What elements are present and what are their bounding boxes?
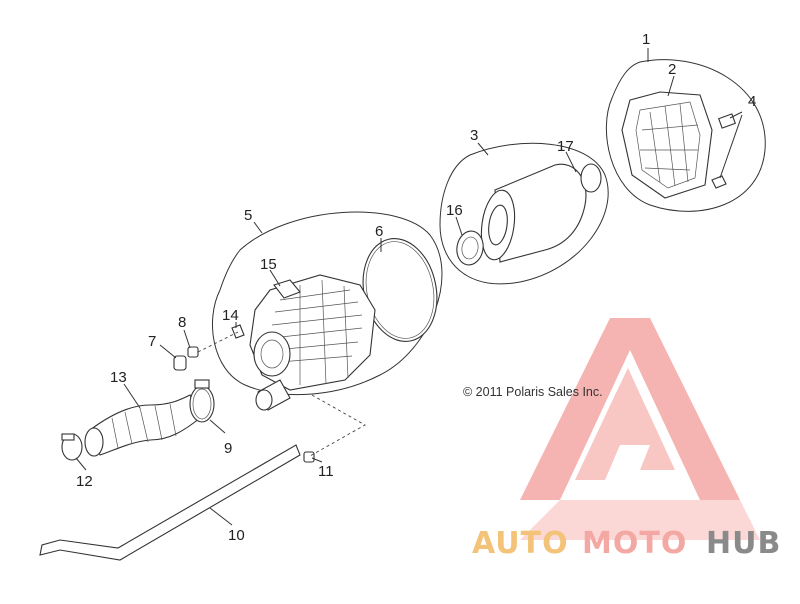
part-5-airbox <box>249 274 376 411</box>
callout-4: 4 <box>748 93 756 110</box>
part-4-latch <box>711 111 743 189</box>
callout-8: 8 <box>178 314 186 331</box>
callout-11: 11 <box>318 463 334 480</box>
copyright-notice: © 2011 Polaris Sales Inc. <box>463 385 603 399</box>
watermark-text: AUTO MOTO HUB <box>472 526 781 561</box>
part-10-drain-tube <box>39 444 301 561</box>
part-2-cage <box>621 91 713 199</box>
callout-12: 12 <box>76 473 93 490</box>
part-12-clamp <box>61 433 83 461</box>
callout-1: 1 <box>642 31 650 48</box>
callout-9: 9 <box>224 440 232 457</box>
callout-13: 13 <box>110 369 127 386</box>
part-17-filter <box>480 163 602 263</box>
callout-15: 15 <box>260 256 277 273</box>
callout-14: 14 <box>222 307 239 324</box>
part-11-clip <box>303 451 315 463</box>
part-9-clamp <box>189 379 215 423</box>
watermark-part-moto: MOTO <box>582 526 687 561</box>
callout-10: 10 <box>228 527 245 544</box>
part-6-gasket <box>362 238 438 342</box>
callout-2: 2 <box>668 61 676 78</box>
callout-17: 17 <box>557 138 574 155</box>
leader-dashed-8-14 <box>197 331 239 353</box>
callout-5: 5 <box>244 207 252 224</box>
callout-7: 7 <box>148 333 156 350</box>
leader-lines <box>75 48 675 526</box>
part-16-seal-ring <box>456 230 484 266</box>
part-7-plug <box>173 355 187 371</box>
callout-16: 16 <box>446 202 463 219</box>
part-8-cap <box>187 346 199 358</box>
callout-3: 3 <box>470 127 478 144</box>
group-outline-5 <box>212 211 443 396</box>
watermark-part-hub: HUB <box>706 526 781 561</box>
group-outline-1 <box>605 59 766 212</box>
callout-6: 6 <box>375 223 383 240</box>
watermark-part-auto: AUTO <box>472 526 569 561</box>
leader-dashed-airbox-11 <box>309 394 366 457</box>
group-outline-3 <box>439 142 609 285</box>
watermark-logo-icon <box>520 318 760 540</box>
part-14-fitting <box>231 324 245 339</box>
part-13-intake-hose <box>84 394 201 457</box>
part-15-bracket <box>273 279 301 299</box>
